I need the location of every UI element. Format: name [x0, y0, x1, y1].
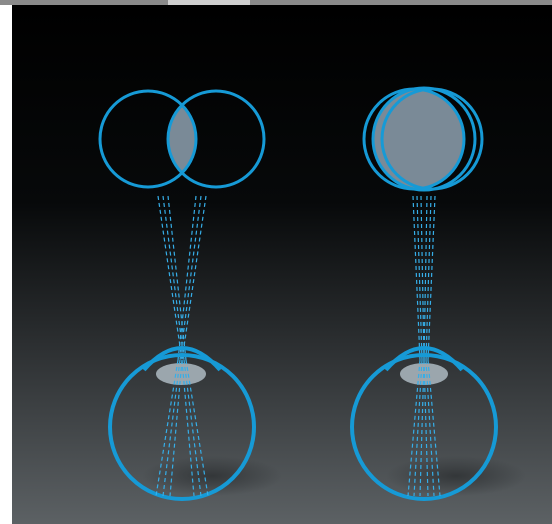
right-rays-lower [407, 359, 441, 497]
right-cornea [384, 346, 464, 372]
right-image-circle-c [371, 86, 477, 192]
left-rays-lower [155, 359, 209, 497]
right-overlap-lens [373, 89, 464, 189]
left-eye-shadow [142, 456, 282, 496]
left-image-circle-a [98, 89, 198, 189]
right-eyeball [350, 353, 498, 501]
right-panel [350, 86, 526, 501]
top-bar-highlight [168, 0, 250, 5]
left-cornea [142, 346, 222, 372]
left-margin [0, 5, 12, 524]
left-eyeball [108, 353, 256, 501]
top-bar [0, 0, 552, 5]
background [12, 5, 552, 524]
left-image-circle-b [166, 89, 266, 189]
right-eye-lens [400, 363, 448, 385]
right-rays-upper [412, 195, 436, 361]
